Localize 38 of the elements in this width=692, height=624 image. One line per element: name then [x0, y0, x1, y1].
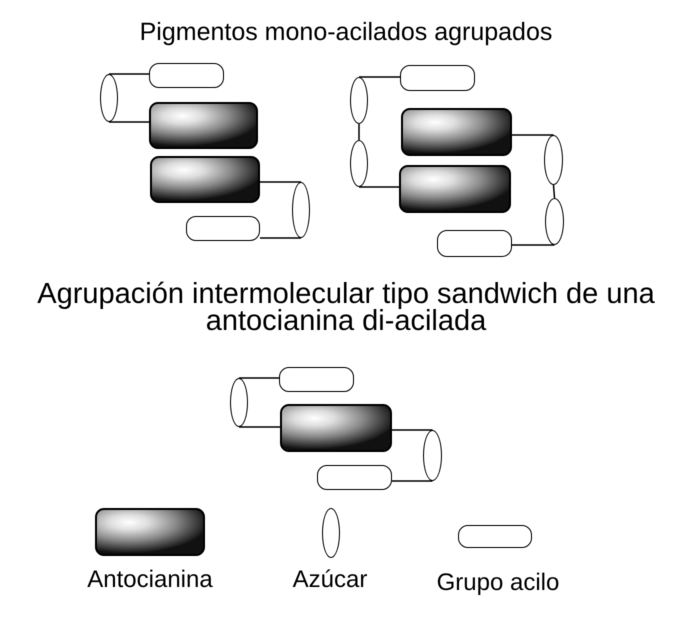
acyl-pill [437, 230, 512, 257]
acyl-pill [186, 216, 260, 241]
sugar-ellipse [350, 140, 368, 187]
sugar-ellipse [423, 430, 442, 481]
legend-label: Antocianina [87, 566, 213, 594]
sugar-ellipse [230, 378, 248, 427]
anthocyanin-block [280, 404, 392, 452]
sugar-ellipse [292, 182, 310, 238]
acyl-pill [400, 65, 475, 91]
sugar-ellipse [544, 135, 563, 185]
connector-line [358, 124, 360, 140]
sugar-ellipse [350, 77, 368, 124]
connector-line [392, 480, 432, 482]
sugar-ellipse [545, 198, 564, 245]
anthocyanin-block [150, 156, 260, 203]
connector-line [512, 244, 554, 246]
legend-label: Azúcar [292, 566, 368, 594]
connector-line [239, 377, 279, 379]
connector-line [392, 429, 432, 431]
anthocyanin-block [399, 165, 511, 213]
acyl-pill [317, 465, 392, 490]
heading: Pigmentos mono-acilados agrupados [138, 18, 554, 47]
acyl-pill [149, 63, 224, 88]
anthocyanin-block [401, 108, 512, 156]
connector-line [552, 184, 556, 198]
anthocyanin-block [149, 102, 258, 149]
connector-line [109, 73, 149, 75]
acyl-pill [279, 367, 354, 392]
connector-line [260, 181, 301, 183]
connector-line [109, 121, 149, 123]
connector-line [239, 426, 280, 428]
connector-line [359, 186, 399, 188]
heading: Agrupación intermolecular tipo sandwich de una antocianina di-acilada [36, 281, 656, 335]
connector-line [260, 237, 301, 239]
connector-line [359, 76, 400, 78]
connector-line [512, 134, 554, 136]
sugar-ellipse [100, 74, 118, 122]
legend-label: Grupo acilo [436, 569, 560, 597]
